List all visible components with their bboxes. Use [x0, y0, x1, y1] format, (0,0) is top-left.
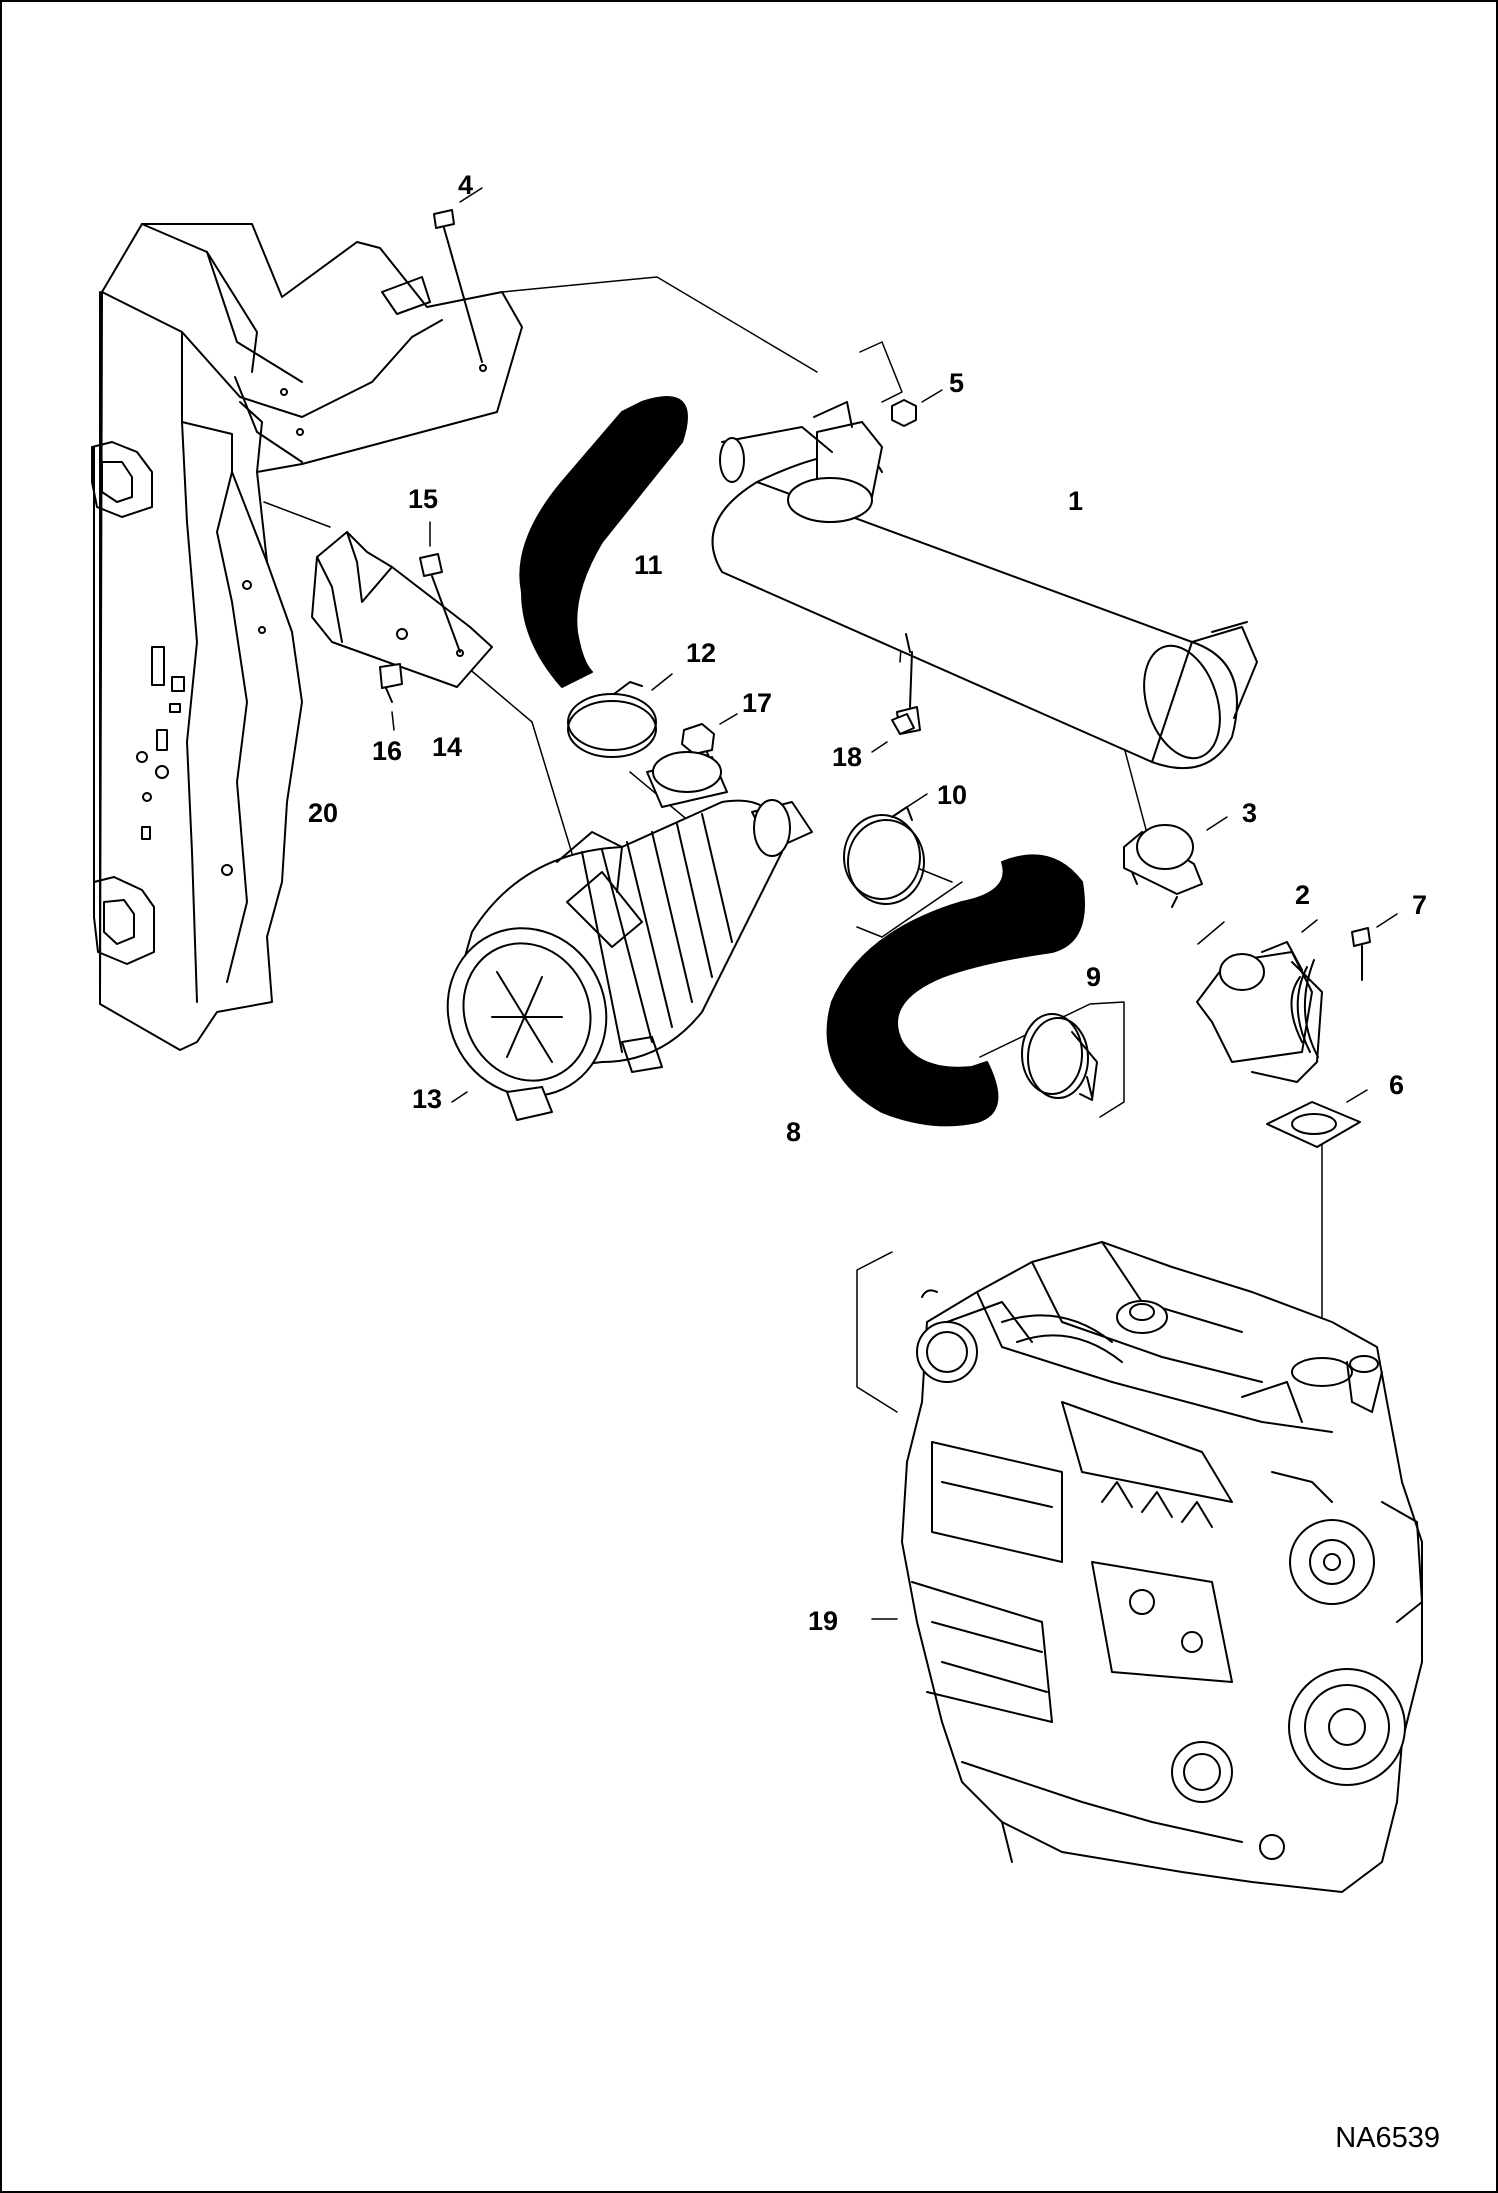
hose-part-8: [826, 854, 1085, 1127]
callout-3: 3: [1242, 798, 1258, 828]
fitting-part-18: [871, 713, 915, 753]
callout-12: 12: [686, 638, 717, 668]
bracket-part-14: [311, 531, 493, 688]
callout-10: 10: [937, 780, 968, 810]
callout-7: 7: [1412, 890, 1428, 920]
callout-17: 17: [742, 688, 773, 718]
bolt-part-7: [1351, 913, 1398, 981]
gasket-part-6: [1266, 1089, 1368, 1148]
figure-id-label: NA6539: [1335, 2122, 1440, 2154]
hose-part-11: [519, 396, 688, 688]
nut-part-5: [891, 389, 943, 427]
bolt-part-15: [419, 521, 461, 653]
callout-5: 5: [949, 368, 965, 398]
bolt-part-16: [379, 663, 403, 731]
callout-6: 6: [1389, 1070, 1405, 1100]
elbow-part-2: [1196, 919, 1323, 1083]
callout-11: 11: [634, 550, 663, 580]
callout-14: 14: [432, 732, 463, 762]
callout-18: 18: [832, 742, 863, 772]
callout-2: 2: [1295, 880, 1311, 910]
callout-13: 13: [412, 1084, 443, 1114]
clamp-part-10: [843, 793, 928, 905]
callout-4: 4: [458, 170, 474, 200]
callout-1: 1: [1068, 486, 1084, 516]
callout-8: 8: [786, 1117, 802, 1147]
clamp-part-12: [567, 673, 673, 758]
bolt-part-4: [433, 187, 487, 372]
clamp-part-9: [1021, 1013, 1098, 1101]
frame-part-20: [91, 223, 523, 1051]
callout-19: 19: [808, 1606, 839, 1636]
clamp-part-3: [1123, 816, 1228, 908]
callout-9: 9: [1086, 962, 1102, 992]
air-cleaner-part-13: [446, 751, 813, 1121]
callout-16: 16: [372, 736, 403, 766]
engine-part-19: [871, 1241, 1423, 1893]
callout-15: 15: [408, 484, 439, 514]
muffler-part-1: [711, 401, 1258, 770]
callout-20: 20: [308, 798, 339, 828]
